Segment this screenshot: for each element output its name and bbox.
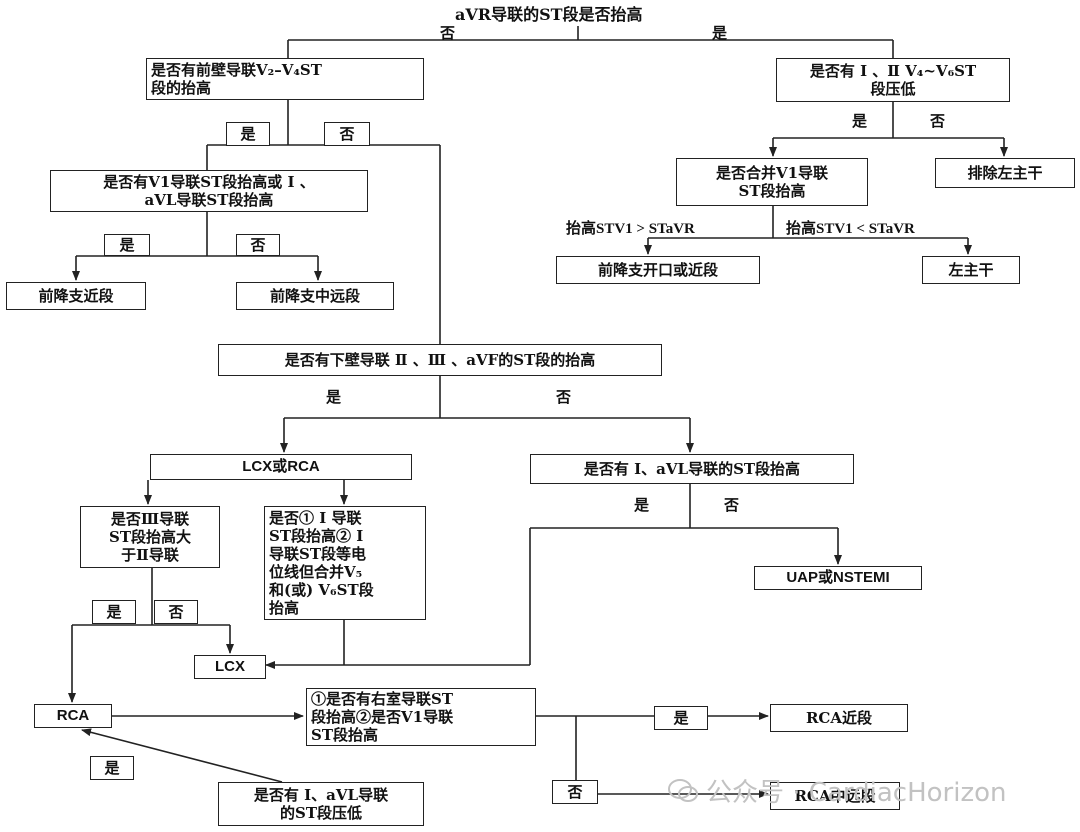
label-yes-v1: 是 — [104, 234, 150, 256]
node-i-lead-criteria: 是否① Ⅰ 导联 ST段抬高② Ⅰ 导联ST段等电 位线但合并V₅ 和(或) V… — [264, 506, 426, 620]
label-no-v1: 否 — [236, 234, 280, 256]
label-no-top: 否 — [440, 24, 456, 42]
node-uap: UAP或NSTEMI — [754, 566, 922, 590]
node-exclude-lm: 排除左主干 — [935, 158, 1075, 188]
label-elev-lt: 抬高STV1 < STaVR — [786, 221, 915, 237]
watermark-text: 公众号 · CardiacHorizon — [706, 778, 1007, 808]
label-yes-top: 是 — [712, 24, 728, 42]
node-lateral-depress: 是否有 Ⅰ 、Ⅱ V₄~V₆ST 段压低 — [776, 58, 1010, 102]
label-yes-anterior: 是 — [226, 122, 270, 146]
label-yes-inferior: 是 — [326, 388, 342, 406]
node-lad-proximal: 前降支近段 — [6, 282, 146, 310]
label-elev-gt: 抬高STV1 > STaVR — [566, 221, 695, 237]
node-v1-or-avl: 是否有V1导联ST段抬高或 Ⅰ 、 aVL导联ST段抬高 — [50, 170, 368, 212]
node-inferior: 是否有下壁导联 Ⅱ 、Ⅲ 、aVF的ST段的抬高 — [218, 344, 662, 376]
node-lad-mid-distal: 前降支中远段 — [236, 282, 394, 310]
node-left-main: 左主干 — [922, 256, 1020, 284]
node-iii-gt-ii: 是否Ⅲ导联 ST段抬高大 于Ⅱ导联 — [80, 506, 220, 568]
node-avr: aVR导联的ST段是否抬高 — [455, 5, 643, 24]
label-yes-iii: 是 — [92, 600, 136, 624]
node-rca: RCA — [34, 704, 112, 728]
label-no-iii: 否 — [154, 600, 198, 624]
node-i-avl-depress: 是否有 Ⅰ、aVL导联 的ST段压低 — [218, 782, 424, 826]
node-lcx-or-rca: LCX或RCA — [150, 454, 412, 480]
node-rca-mid-distal: RCA中远段 — [770, 782, 900, 810]
label-no-i-avl: 否 — [724, 496, 740, 514]
label-yes-depress: 是 — [90, 756, 134, 780]
node-i-avl-elev: 是否有 Ⅰ、aVL导联的ST段抬高 — [530, 454, 854, 484]
label-no-right: 否 — [930, 112, 946, 130]
label-no-inferior: 否 — [556, 388, 572, 406]
watermark: 公众号 · CardiacHorizon — [668, 772, 1006, 809]
chat-bubble-icon — [668, 778, 698, 803]
label-no-rv: 否 — [552, 780, 598, 804]
label-yes-right: 是 — [852, 112, 868, 130]
label-yes-rv: 是 — [654, 706, 708, 730]
node-anterior: 是否有前壁导联V₂–V₄ST 段的抬高 — [146, 58, 424, 100]
node-lad-ostial: 前降支开口或近段 — [556, 256, 760, 284]
node-lcx: LCX — [194, 655, 266, 679]
node-rv-v1: ①是否有右室导联ST 段抬高②是否V1导联 ST段抬高 — [306, 688, 536, 746]
node-rca-proximal: RCA近段 — [770, 704, 908, 732]
node-combined-v1: 是否合并V1导联 ST段抬高 — [676, 158, 868, 206]
label-no-anterior: 否 — [324, 122, 370, 146]
label-yes-i-avl: 是 — [634, 496, 650, 514]
